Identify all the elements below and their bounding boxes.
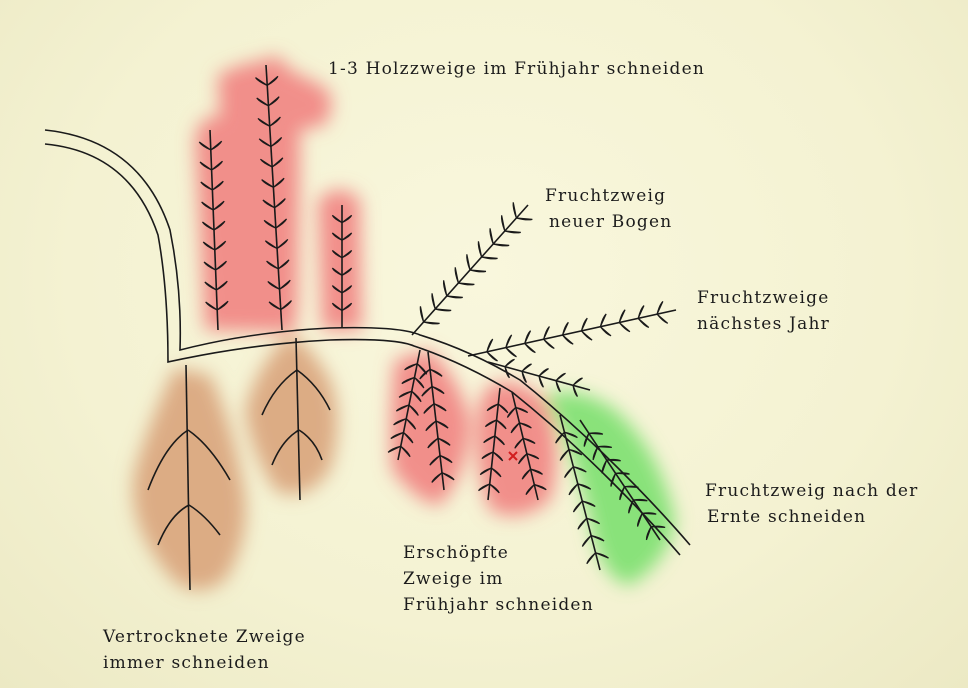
label-exhausted-line2: Zweige im xyxy=(403,566,594,592)
label-new-arc-line2: neuer Bogen xyxy=(549,209,672,235)
highlight-zones xyxy=(133,57,675,591)
label-new-arc: Fruchtzweig neuer Bogen xyxy=(545,183,672,235)
label-dried-line2: immer schneiden xyxy=(103,650,306,676)
wood-branches-highlight xyxy=(195,57,331,332)
label-after-harvest-line2: Ernte schneiden xyxy=(707,504,919,530)
label-after-harvest-line1: Fruchtzweig nach der xyxy=(705,478,919,504)
label-exhausted-line3: Frühjahr schneiden xyxy=(403,592,594,618)
new-arc-sprig xyxy=(412,202,532,335)
label-exhausted-line1: Erschöpfte xyxy=(403,540,594,566)
label-dried: Vertrocknete Zweige immer schneiden xyxy=(103,624,306,676)
label-next-year-line1: Fruchtzweige xyxy=(697,285,830,311)
label-exhausted: Erschöpfte Zweige im Frühjahr schneiden xyxy=(403,540,594,618)
label-next-year: Fruchtzweige nächstes Jahr xyxy=(697,285,830,337)
label-next-year-line2: nächstes Jahr xyxy=(697,311,830,337)
label-after-harvest: Fruchtzweig nach der Ernte schneiden xyxy=(705,478,919,530)
label-new-arc-line1: Fruchtzweig xyxy=(545,183,672,209)
label-dried-line1: Vertrocknete Zweige xyxy=(103,624,306,650)
dried-right-highlight xyxy=(245,338,338,495)
next-year-sprig-1 xyxy=(468,301,676,361)
label-wood-branches: 1-3 Holzzweige im Frühjahr schneiden xyxy=(328,56,705,82)
